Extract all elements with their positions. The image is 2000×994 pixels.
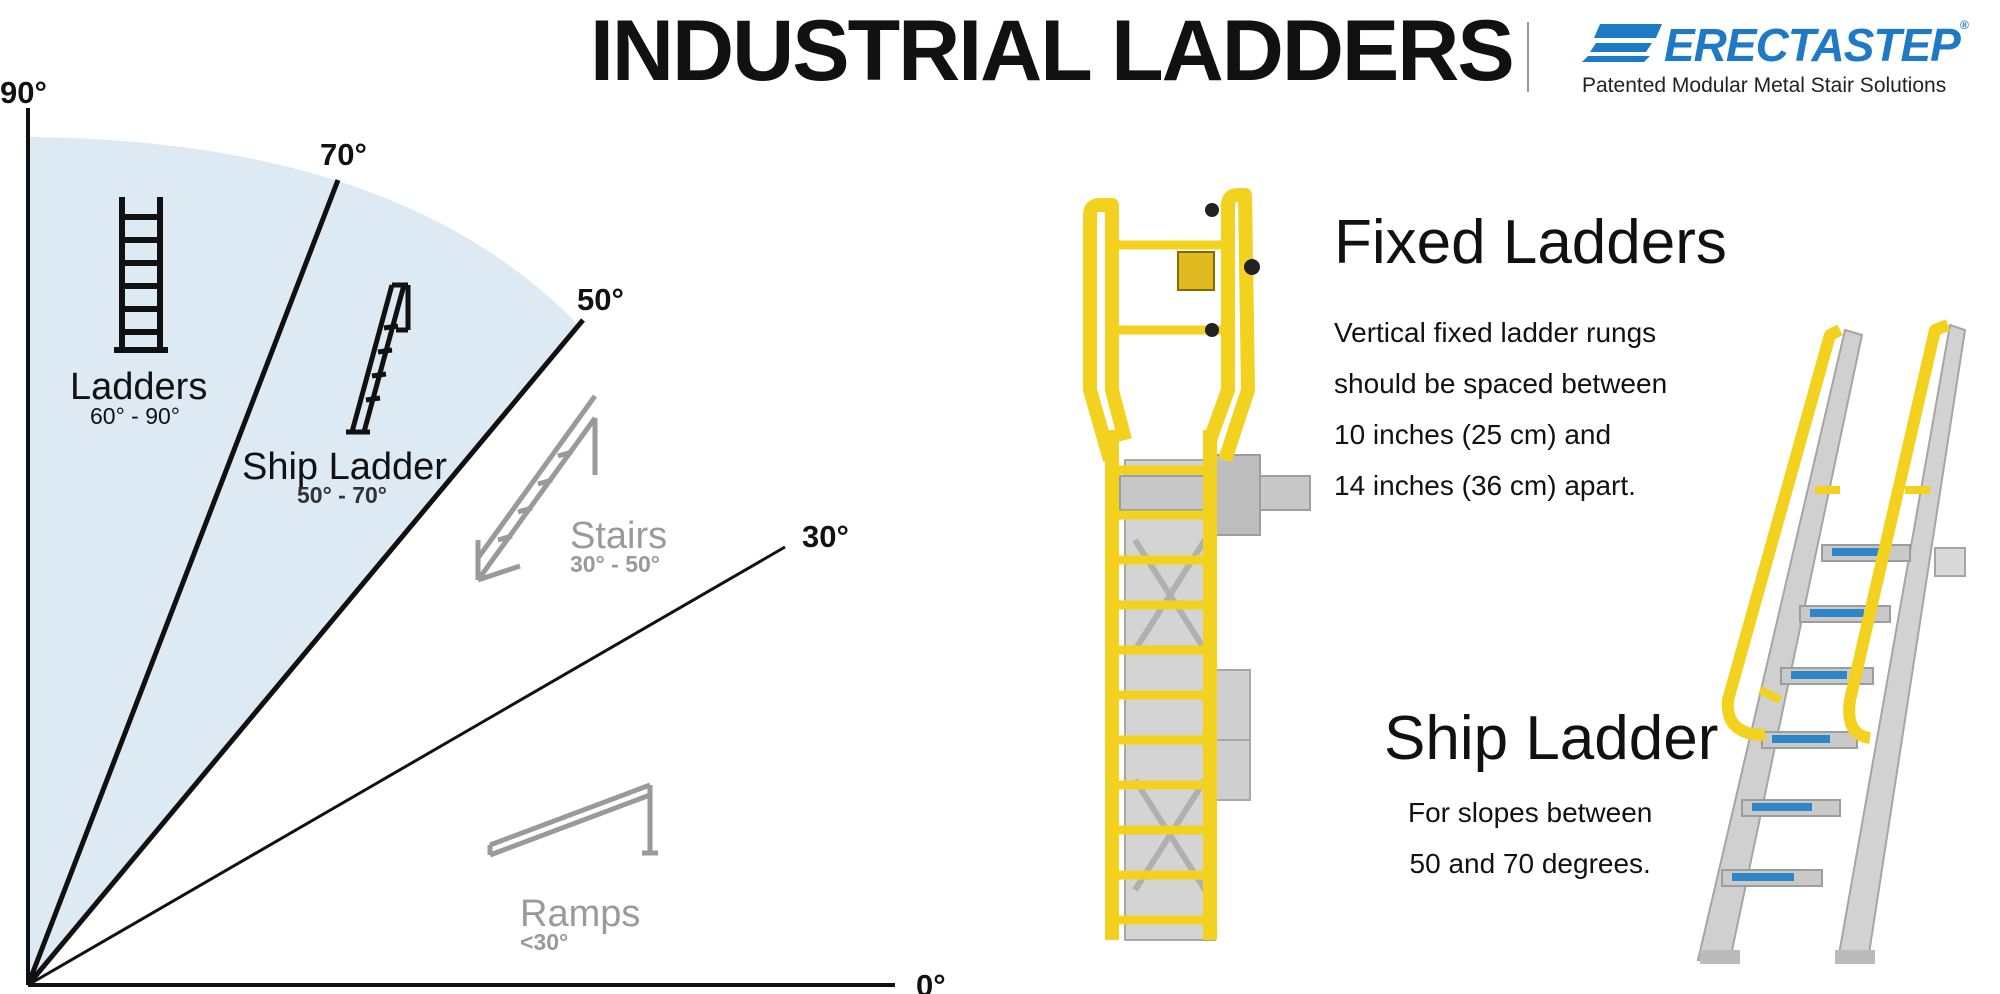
ray-30 (27, 545, 786, 987)
brand-wordmark: ERECTASTEP (1664, 19, 1961, 71)
ship-ladder-description: For slopes between 50 and 70 degrees. (1408, 787, 1652, 889)
ship-ladder-range: 50° - 70° (297, 482, 387, 508)
stairs-label: Stairs (570, 515, 667, 557)
ramps-label: Ramps (520, 893, 640, 935)
fixed-ladders-line: 10 inches (25 cm) and (1334, 419, 1612, 450)
ladders-range: 60° - 90° (90, 403, 180, 429)
ship-ladder-icon (346, 282, 411, 435)
fixed-ladders-line: should be spaced between (1334, 368, 1668, 399)
fixed-ladders-line: Vertical fixed ladder rungs (1334, 317, 1657, 348)
ship-ladder-label: Ship Ladder (242, 446, 447, 488)
ladders-label: Ladders (70, 366, 207, 408)
angle-label-70: 70° (320, 137, 367, 172)
ray-70 (25, 179, 341, 986)
angle-label-50: 50° (577, 282, 624, 317)
fixed-ladders-heading: Fixed Ladders (1334, 208, 1727, 277)
angle-label-30: 30° (802, 519, 849, 554)
stairs-range: 30° - 50° (570, 551, 660, 577)
ramp-icon (487, 782, 658, 858)
fixed-ladders-line: 14 inches (36 cm) apart. (1334, 470, 1636, 501)
brand-name: ERECTASTEP® (1664, 18, 1969, 72)
ladder-icon (114, 197, 168, 353)
ramps-range: <30° (520, 929, 568, 955)
ship-ladder-heading: Ship Ladder (1384, 704, 1719, 773)
fixed-ladders-description: Vertical fixed ladder rungs should be sp… (1334, 307, 1667, 511)
stairs-icon (475, 394, 598, 583)
brand-tagline: Patented Modular Metal Stair Solutions (1582, 74, 1947, 97)
fixed-ladder-product-image (1083, 188, 1311, 941)
page-title: INDUSTRIAL LADDERS (590, 3, 1515, 99)
registered-mark: ® (1959, 18, 1969, 32)
angle-label-90: 90° (0, 75, 47, 110)
ship-ladder-line: For slopes between (1408, 797, 1653, 828)
header-divider (1527, 22, 1529, 92)
ray-50 (26, 318, 585, 987)
angle-label-0: 0° (916, 968, 946, 994)
erectastep-logo-icon (1582, 24, 1662, 62)
ship-ladder-product-image (1696, 319, 1967, 964)
ship-ladder-line: 50 and 70 degrees. (1409, 848, 1651, 879)
